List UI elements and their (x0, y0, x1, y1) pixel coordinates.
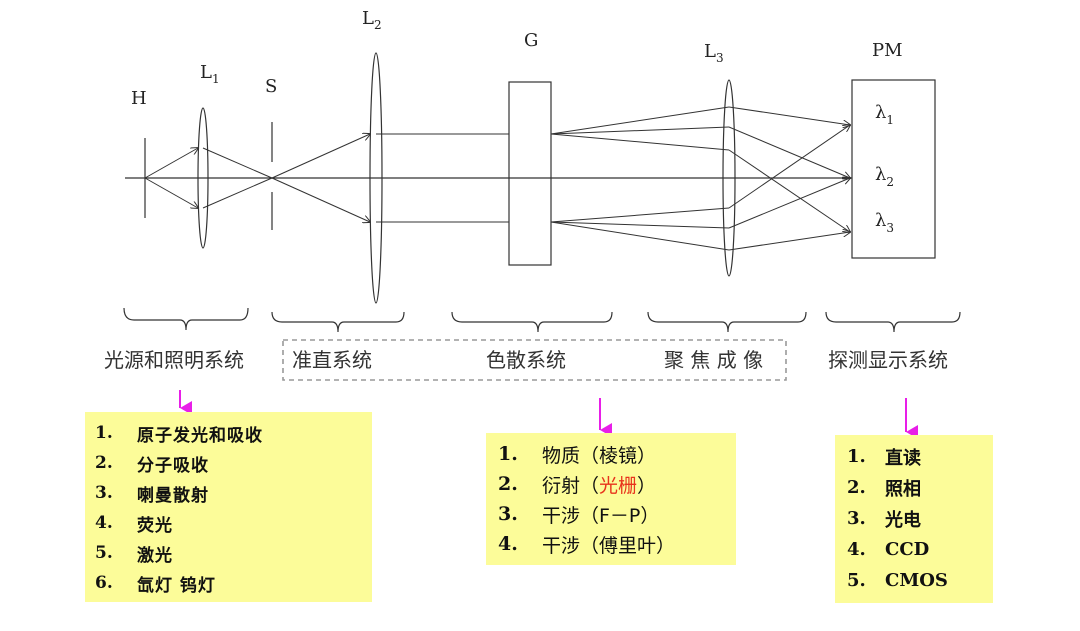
list-item: 4.干涉（傅里叶） (498, 533, 676, 557)
list-item: 5.CMOS (847, 570, 948, 591)
ray (728, 126, 850, 178)
ray (550, 106, 730, 135)
list-item: 2.分子吸收 (95, 453, 209, 476)
detection-types-box: 1.直读 2.照相 3.光电 4.CCD 5.CMOS (835, 435, 993, 603)
brace-focusing (647, 311, 807, 333)
brace-dispersion (451, 311, 613, 333)
list-item: 3.喇曼散射 (95, 483, 209, 506)
ray (202, 147, 273, 179)
ray (728, 149, 850, 232)
label-s: S (265, 76, 277, 97)
list-item: 3.干涉（F－P） (498, 503, 660, 527)
list-item: 3.光电 (847, 508, 921, 531)
highlight-grating: 光栅 (599, 474, 638, 497)
label-l2: L2 (362, 8, 382, 32)
ray (271, 177, 370, 222)
ray (144, 148, 198, 179)
detector-pm (851, 79, 936, 259)
list-item: 5.激光 (95, 543, 173, 566)
ray (728, 178, 850, 229)
list-item: 4.CCD (847, 539, 930, 560)
lens-l3 (722, 79, 736, 277)
caption-dispersion: 色散系统 (486, 348, 566, 372)
lens-l2 (369, 52, 383, 304)
ray (728, 232, 850, 251)
label-lambda2: λ2 (875, 164, 894, 189)
list-item: 6.氙灯 钨灯 (95, 573, 216, 596)
caption-collimation: 准直系统 (292, 348, 372, 372)
ray (202, 177, 273, 209)
list-item: 4.荧光 (95, 513, 173, 536)
ray (144, 177, 198, 208)
caption-focusing: 聚 焦 成 像 (664, 348, 763, 372)
ray (271, 134, 370, 179)
label-lambda3: λ3 (875, 210, 894, 235)
list-item: 1.原子发光和吸收 (95, 423, 263, 446)
brace-source (123, 307, 249, 331)
list-item: 2.衍射（光栅） (498, 473, 657, 497)
label-g: G (524, 30, 538, 51)
ray (728, 125, 850, 209)
brace-collimation (271, 311, 405, 333)
ray (728, 106, 850, 125)
ray (550, 126, 730, 135)
brace-detection (825, 311, 961, 333)
ray (550, 207, 730, 223)
list-item: 2.照相 (847, 477, 921, 500)
dispersion-types-box: 1.物质（棱镜） 2.衍射（光栅） 3.干涉（F－P） 4.干涉（傅里叶） (486, 433, 736, 565)
list-item: 1.物质（棱镜） (498, 443, 657, 467)
ray (550, 133, 730, 151)
grating-g (508, 81, 552, 266)
list-item: 1.直读 (847, 446, 921, 469)
label-h: H (131, 88, 147, 109)
caption-source: 光源和照明系统 (104, 348, 244, 372)
label-l1: L1 (200, 62, 220, 86)
ray (550, 221, 730, 229)
label-lambda1: λ1 (875, 102, 894, 127)
caption-detection: 探测显示系统 (828, 348, 948, 372)
label-pm: PM (872, 40, 903, 61)
source-types-box: 1.原子发光和吸收 2.分子吸收 3.喇曼散射 4.荧光 5.激光 6.氙灯 钨… (85, 412, 372, 602)
dashed-group-box (282, 339, 787, 381)
label-l3: L3 (704, 41, 724, 65)
ray (550, 221, 730, 251)
lens-l1 (197, 107, 209, 249)
